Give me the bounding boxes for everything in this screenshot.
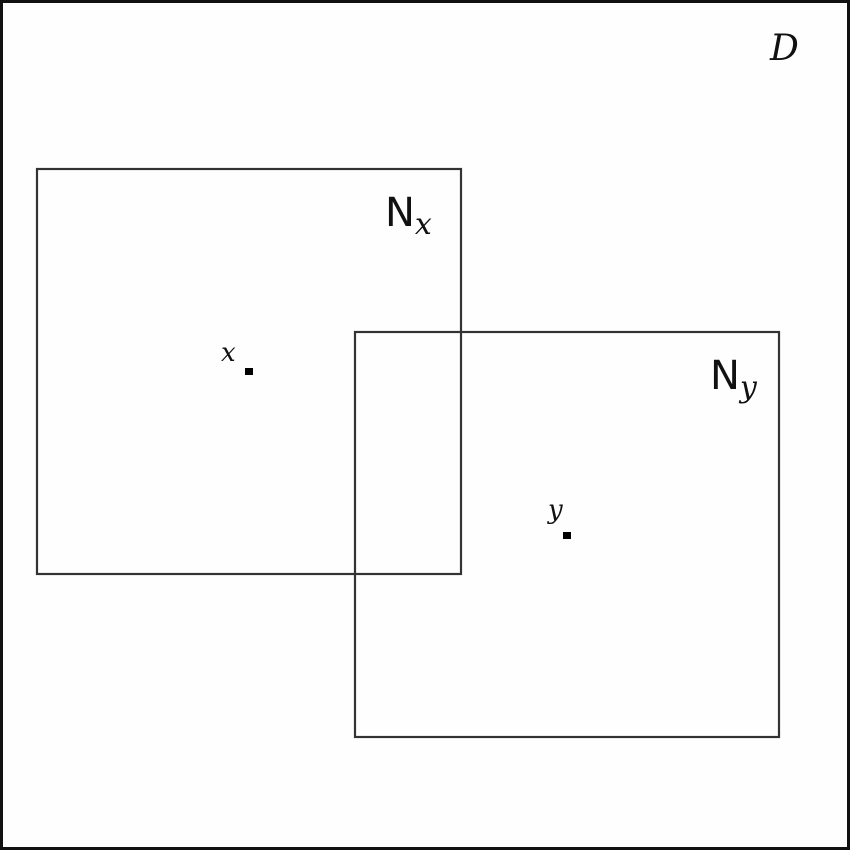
neighborhood-x-label: Nx xyxy=(385,190,432,242)
neighborhood-y-label: Ny xyxy=(710,353,758,405)
neighborhood-y-box xyxy=(353,330,781,739)
point-y-marker xyxy=(563,532,571,539)
point-y-label: y xyxy=(547,495,563,525)
neighborhood-x-box xyxy=(35,167,463,576)
neighborhood-y-base: N xyxy=(710,353,740,399)
domain-label: D xyxy=(769,28,799,69)
neighborhood-x-base: N xyxy=(385,190,415,236)
point-x-label: x xyxy=(221,338,236,368)
neighborhood-x-subscript: x xyxy=(415,207,432,242)
point-x-marker xyxy=(245,368,253,375)
neighborhood-y-subscript: y xyxy=(738,370,758,405)
